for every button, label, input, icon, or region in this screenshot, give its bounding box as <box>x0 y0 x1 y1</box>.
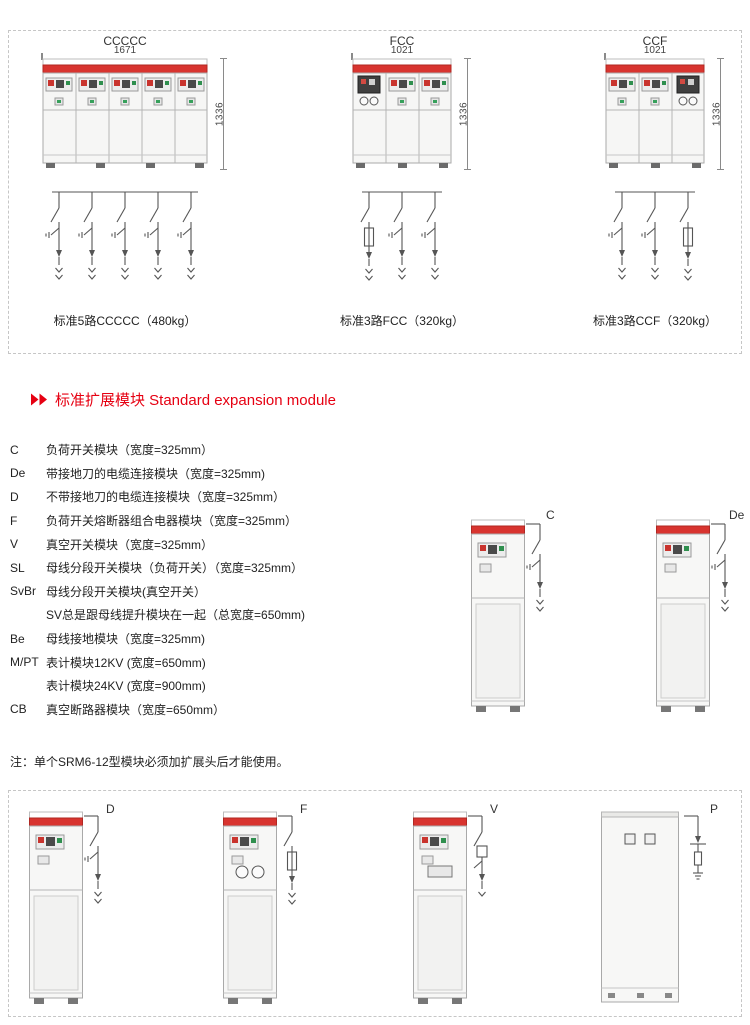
module-description: 负荷开关模块（宽度=325mm） <box>46 443 214 458</box>
module-row: SV总是跟母线提升模块在一起（总宽度=650mm) <box>10 603 460 627</box>
module-row: 表计模块24KV (宽度=900mm) <box>10 674 460 698</box>
height-value: 1336 <box>458 101 470 127</box>
module-description: 真空开关模块（宽度=325mm） <box>46 537 214 552</box>
height-dimension-ccf: 1336 <box>709 58 725 170</box>
diagram-title-ccccc: CCCCC <box>103 34 147 48</box>
module-description: 母线接地模块（宽度=325mm) <box>46 632 206 647</box>
schematic-module-p <box>684 815 707 880</box>
module-description: 母线分段开关模块(真空开关） <box>46 584 206 599</box>
diagram-title-ccf: CCF <box>642 34 668 48</box>
module-description: SV总是跟母线提升模块在一起（总宽度=650mm) <box>46 608 306 623</box>
width-value: 1021 <box>390 45 414 56</box>
note-text: 注：单个SRM6-12型模块必须加扩展头后才能使用。 <box>10 755 289 769</box>
module-row: D 不带接地刀的电缆连接模块（宽度=325mm） <box>10 485 460 509</box>
module-description: 表计模块12KV (宽度=650mm) <box>46 655 206 670</box>
module-figure-d: D <box>28 800 148 1010</box>
module-row: F 负荷开关熔断器组合电器模块（宽度=325mm） <box>10 509 460 533</box>
section-heading: 标准扩展模块 Standard expansion module <box>30 389 336 410</box>
width-dimension-fcc: 1021 <box>352 46 452 56</box>
module-figure-p: P <box>600 800 735 1010</box>
module-figure-de: De <box>655 508 750 718</box>
module-label: P <box>710 802 719 816</box>
module-row: C 负荷开关模块（宽度=325mm） <box>10 438 460 462</box>
height-dimension-ccccc: 1336 <box>212 58 228 170</box>
module-label: D <box>106 802 115 816</box>
module-row: M/PT 表计模块12KV (宽度=650mm) <box>10 650 460 674</box>
schematic-ccf <box>608 191 695 281</box>
section-heading-text: 标准扩展模块 Standard expansion module <box>55 392 336 409</box>
section-marker-icon <box>31 393 47 406</box>
module-figure-c: C <box>470 508 570 718</box>
module-description: 负荷开关熔断器组合电器模块（宽度=325mm） <box>46 514 298 529</box>
module-row: SvBr 母线分段开关模块(真空开关） <box>10 580 460 604</box>
module-row: CB 真空断路器模块（宽度=650mm） <box>10 698 460 722</box>
module-code: C <box>10 442 19 457</box>
module-code: M/PT <box>10 655 39 670</box>
module-list: C 负荷开关模块（宽度=325mm） De 带接地刀的电缆连接模块（宽度=325mm… <box>10 438 460 721</box>
module-description: 母线分段开关模块（负荷开关）（宽度=325mm） <box>46 561 304 576</box>
cabinet-drawing-fcc <box>352 58 452 168</box>
diagram-caption-fcc: 标准3路FCC（320kg） <box>339 314 465 328</box>
module-row: V 真空开关模块（宽度=325mm） <box>10 532 460 556</box>
diagram-title-fcc: FCC <box>389 34 415 48</box>
module-code: De <box>10 466 26 481</box>
cabinet-drawing-module-p <box>601 811 679 1003</box>
cabinet-drawing-ccccc <box>42 58 208 168</box>
width-dimension-ccf: 1021 <box>605 46 705 56</box>
module-row: SL 母线分段开关模块（负荷开关）（宽度=325mm） <box>10 556 460 580</box>
module-code: SvBr <box>10 584 37 599</box>
module-description: 带接地刀的电缆连接模块（宽度=325mm) <box>46 466 266 481</box>
width-value: 1671 <box>113 45 137 56</box>
module-row: De 带接地刀的电缆连接模块（宽度=325mm) <box>10 462 460 486</box>
module-description: 不带接地刀的电缆连接模块（宽度=325mm） <box>46 490 286 505</box>
cabinet-drawing-module-c <box>471 519 525 713</box>
module-code: D <box>10 489 19 504</box>
width-value: 1021 <box>643 45 667 56</box>
schematic-module-de <box>711 523 730 612</box>
module-label: C <box>546 508 555 522</box>
schematic-module-v <box>468 815 488 897</box>
module-label: V <box>490 802 499 816</box>
module-code: SL <box>10 560 25 575</box>
module-code: Be <box>10 631 25 646</box>
module-label: De <box>729 508 745 522</box>
schematic-module-c <box>526 523 545 612</box>
cabinet-drawing-module-d <box>29 811 83 1005</box>
diagram-caption-ccccc: 标准5路CCCCC（480kg） <box>53 314 197 328</box>
schematic-module-d <box>84 815 103 904</box>
module-figure-f: F <box>222 800 342 1010</box>
module-code: V <box>10 537 19 552</box>
diagram-caption-ccf: 标准3路CCF（320kg） <box>592 314 718 328</box>
width-dimension-ccccc: 1671 <box>42 46 208 56</box>
module-description: 表计模块24KV (宽度=900mm) <box>46 679 206 694</box>
module-figure-v: V <box>412 800 532 1010</box>
schematic-fcc <box>360 191 442 281</box>
module-row: Be 母线接地模块（宽度=325mm) <box>10 627 460 651</box>
schematic-module-f <box>278 815 298 905</box>
cabinet-drawing-module-f <box>223 811 277 1005</box>
height-dimension-fcc: 1336 <box>456 58 472 170</box>
module-code: CB <box>10 702 27 717</box>
module-code: F <box>10 513 18 528</box>
module-description: 真空断路器模块（宽度=650mm） <box>46 702 226 717</box>
cabinet-drawing-module-v <box>413 811 467 1005</box>
height-value: 1336 <box>214 101 226 127</box>
module-label: F <box>300 802 308 816</box>
height-value: 1336 <box>711 101 723 127</box>
cabinet-drawing-module-de <box>656 519 710 713</box>
cabinet-drawing-ccf <box>605 58 705 168</box>
schematic-ccccc <box>45 191 198 280</box>
